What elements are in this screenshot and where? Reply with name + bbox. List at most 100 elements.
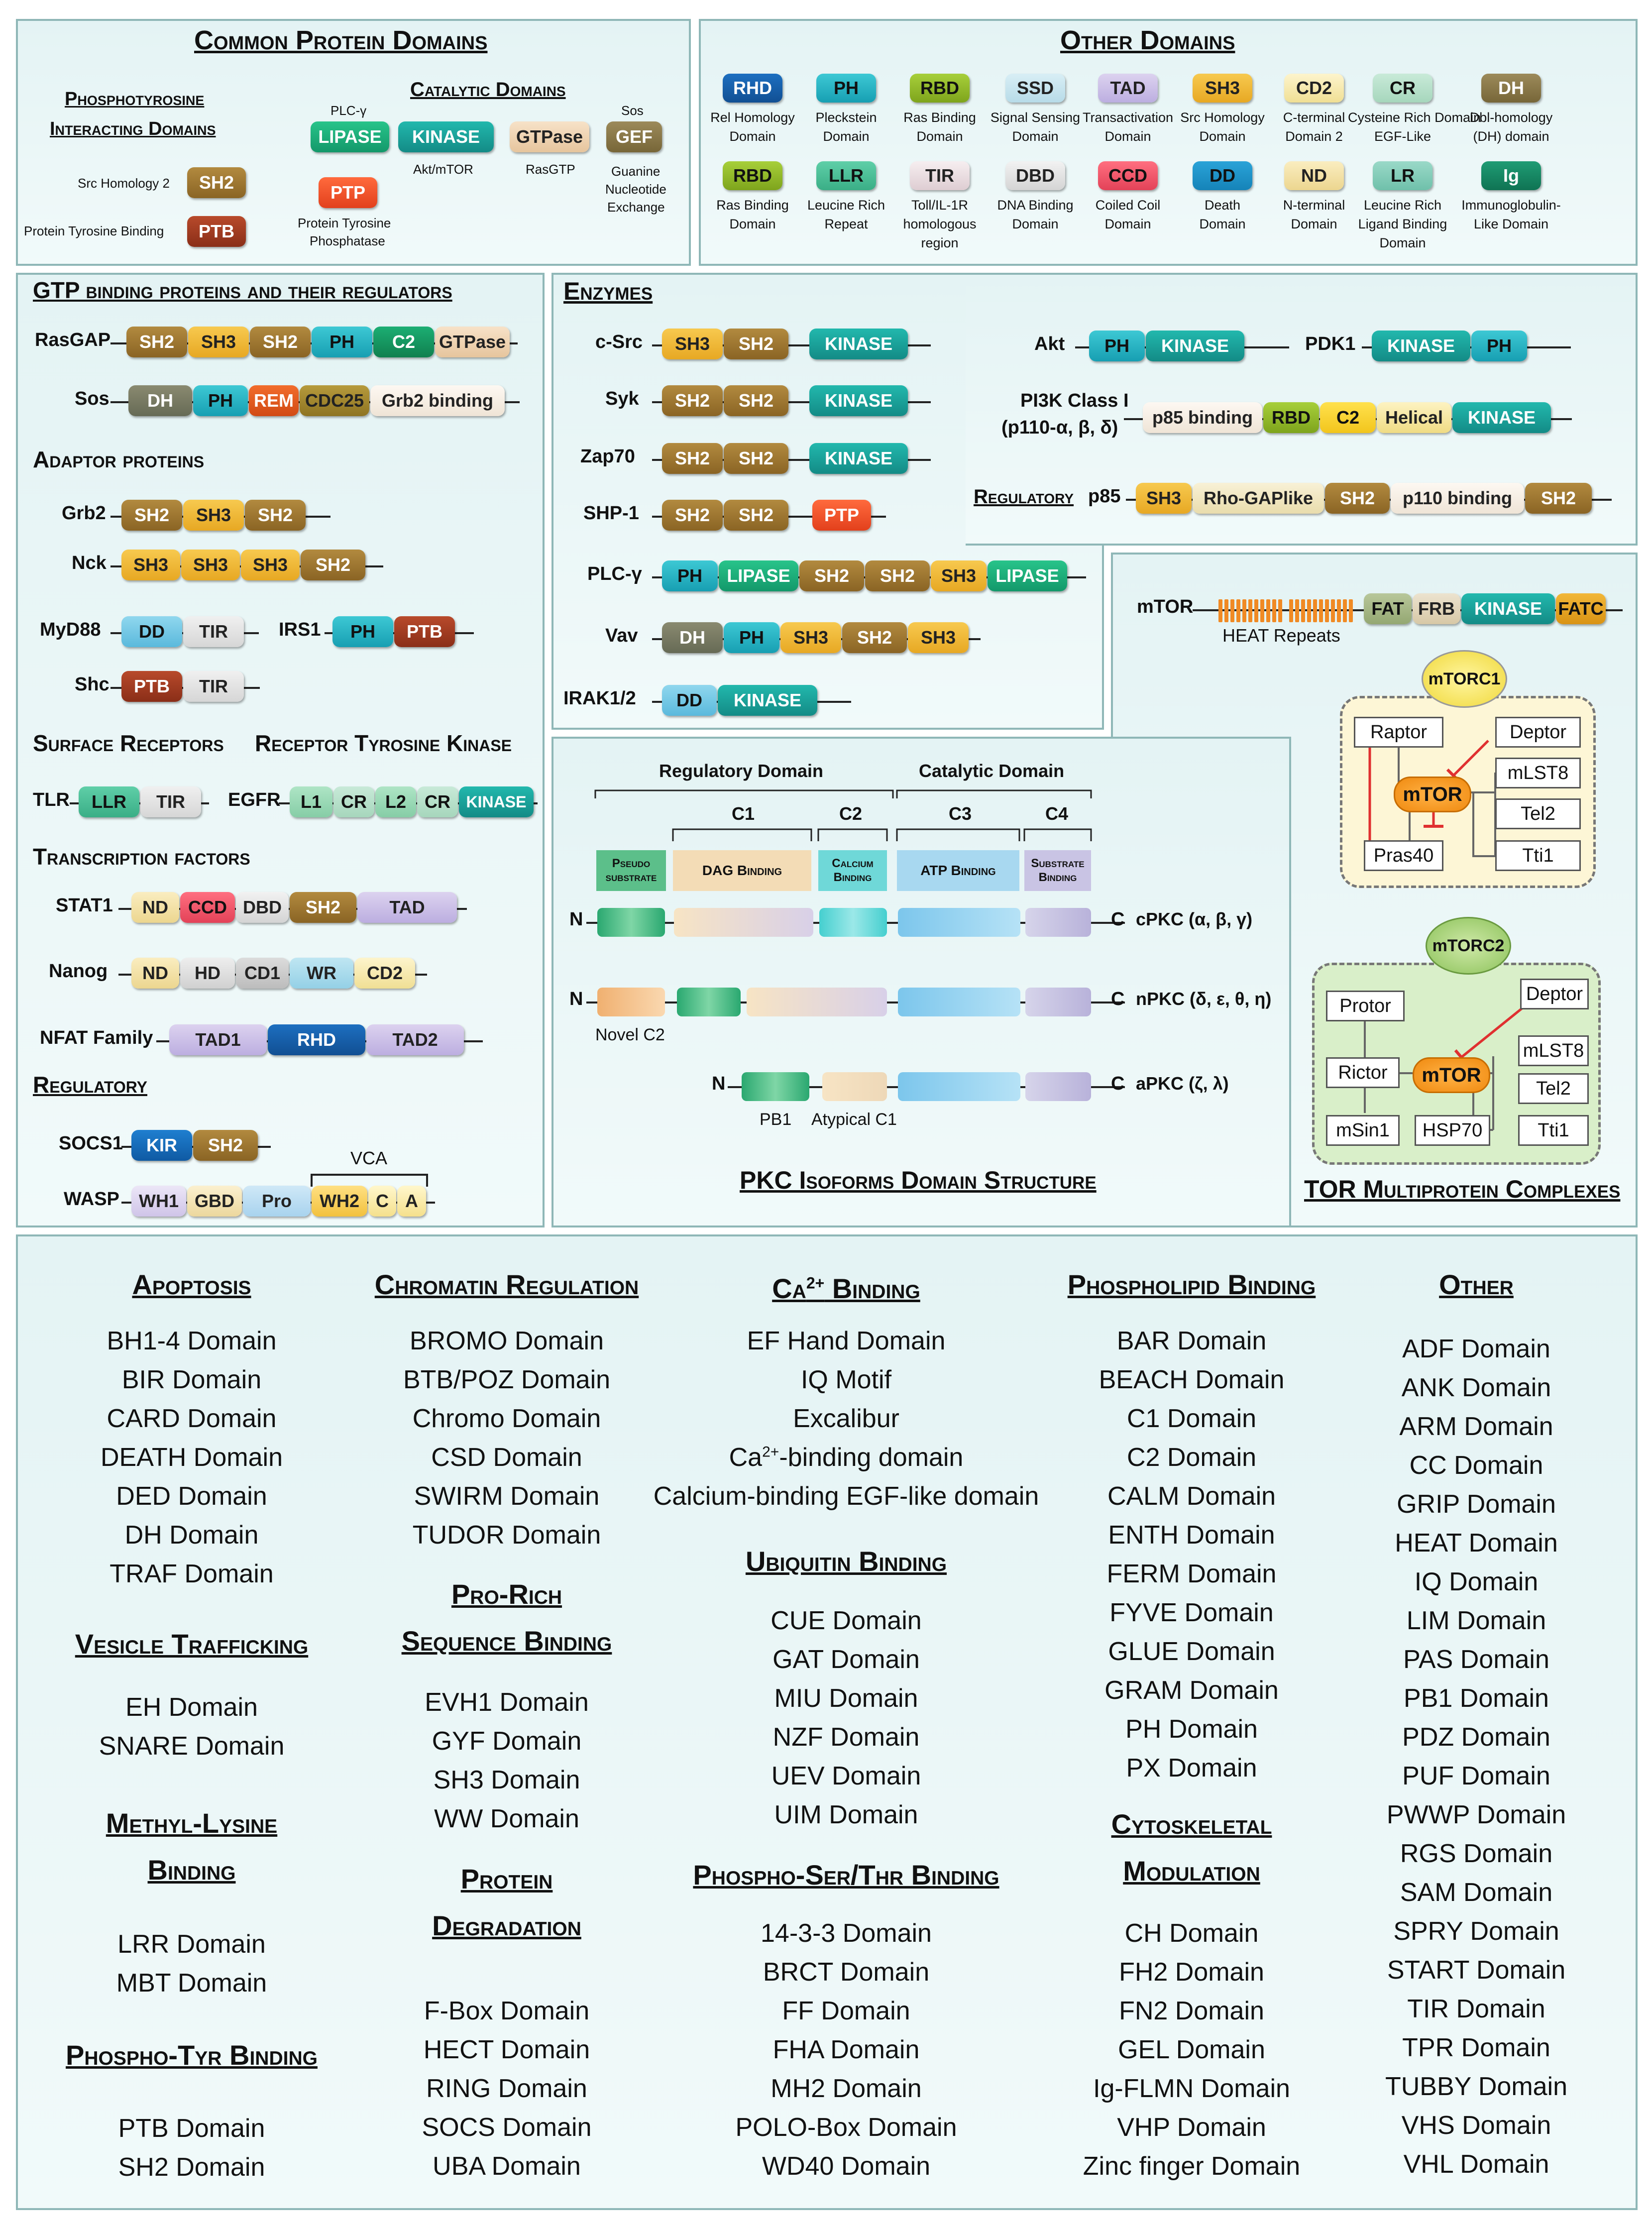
domain-item: IQ Motif: [800, 1365, 892, 1394]
other-row1-pill-4: TAD: [1098, 74, 1158, 103]
psthr-title: Phospho-Ser/Thr Binding: [693, 1859, 999, 1891]
wasp-gbd: GBD: [187, 1186, 242, 1217]
prorich-title-2: Sequence Binding: [401, 1625, 612, 1657]
domain-item: FHA Domain: [772, 2035, 920, 2064]
heat-repeat: [1337, 599, 1341, 622]
apkc-c4: [1025, 1072, 1091, 1101]
ca-title-a: Ca: [772, 1273, 806, 1304]
ptp-caption-1: Protein Tyrosine: [298, 216, 391, 230]
domain-item: TRAF Domain: [110, 1559, 274, 1588]
sos-label: Sos: [75, 388, 110, 409]
domain-item: ANK Domain: [1401, 1373, 1551, 1402]
heat-repeat: [1289, 599, 1293, 622]
npkc-c4: [1025, 988, 1091, 1016]
cyto-title-1: Cytoskeletal: [1111, 1808, 1272, 1840]
other-row2-pill-7: LR: [1373, 161, 1432, 190]
domain-item: TIR Domain: [1407, 1995, 1545, 2023]
cpkc-n: N: [569, 909, 583, 930]
mtorc2-tti1: Tti1: [1518, 1115, 1589, 1146]
heat-repeat: [1295, 599, 1299, 622]
syk-sh2-b: SH2: [724, 385, 788, 416]
heat-repeat: [1343, 599, 1347, 622]
other-row2-caption-2-l3: region: [921, 235, 959, 250]
gef-caption-3: Exchange: [607, 200, 665, 215]
domain-item: BAR Domain: [1116, 1327, 1267, 1355]
domain-item: MIU Domain: [774, 1684, 918, 1713]
ptb-pill: PTB: [187, 216, 246, 247]
plcg-sh2-a: SH2: [799, 560, 864, 591]
ptyr-list-title: Phospho-Tyr Binding: [66, 2039, 318, 2071]
regulatory-title: Regulatory: [33, 1072, 147, 1098]
degradation-title-1: Protein: [460, 1863, 553, 1894]
other-row2-caption-2-l2: homologous: [903, 217, 977, 231]
ca-title-sup: 2+: [806, 1274, 825, 1292]
vav-ph: PH: [724, 622, 779, 653]
grb2-label: Grb2: [62, 503, 106, 524]
domain-item: C2 Domain: [1126, 1443, 1257, 1472]
pkc-c1-header: C1: [732, 803, 755, 824]
enzymes-title: Enzymes: [563, 277, 653, 305]
rasgtp-caption: RasGTP: [526, 162, 575, 177]
domain-item: 14-3-3 Domain: [761, 1919, 932, 1948]
mtor-frb: FRB: [1413, 593, 1460, 624]
shp1-ptp: PTP: [812, 500, 871, 531]
irak-kinase: KINASE: [718, 685, 817, 716]
mtorc2-protor: Protor: [1326, 991, 1405, 1021]
other-row2-pill-5: DD: [1193, 161, 1252, 190]
domain-item: CSD Domain: [431, 1443, 582, 1472]
other-row2-pill-1: LLR: [816, 161, 876, 190]
domain-item: SOCS Domain: [422, 2113, 592, 2142]
syk-kinase: KINASE: [809, 385, 908, 416]
pkc-catalytic-header: Catalytic Domain: [919, 761, 1065, 781]
pi3k-rbd: RBD: [1263, 402, 1319, 433]
ca-item-a: Ca: [729, 1443, 763, 1472]
csrc-sh2: SH2: [724, 329, 788, 359]
egfr-cr-b: CR: [417, 786, 458, 817]
other-row1-caption-2-l1: Ras Binding: [903, 110, 976, 125]
domain-item: CUE Domain: [771, 1606, 922, 1635]
nfat-rhd: RHD: [268, 1024, 365, 1055]
npkc-pseudo: [677, 988, 741, 1016]
heat-repeat: [1319, 599, 1323, 622]
gef-caption-2: Nucleotide: [605, 182, 666, 197]
wasp-wh1: WH1: [131, 1186, 186, 1217]
other-row2-caption-7-l3: Domain: [1379, 235, 1426, 250]
domain-item: GYF Domain: [432, 1727, 582, 1756]
pb1-label: PB1: [760, 1110, 792, 1129]
domain-item: NZF Domain: [772, 1723, 920, 1752]
plcg-sh3: SH3: [931, 560, 987, 591]
myd88-label: MyD88: [40, 619, 101, 640]
pkc-c4-header: C4: [1045, 803, 1069, 824]
kinase-pill: KINASE: [398, 121, 494, 152]
other-row2-caption-4-l2: Domain: [1104, 217, 1151, 231]
csrc-kinase: KINASE: [809, 329, 908, 359]
irs1-ph: PH: [332, 616, 393, 647]
other-row2-caption-8-l2: Like Domain: [1473, 217, 1549, 231]
tlr-label: TLR: [33, 789, 70, 810]
tor-title: TOR Multiprotein Complexes: [1304, 1175, 1621, 1203]
irak-label: IRAK1/2: [563, 688, 636, 709]
pi3k-label-1: PI3K Class I: [1020, 390, 1129, 411]
vav-sh2: SH2: [842, 622, 907, 653]
nck-sh3-c: SH3: [241, 550, 300, 580]
domain-item: EVH1 Domain: [425, 1688, 589, 1717]
common-title: Common Protein Domains: [194, 25, 488, 55]
heat-repeat: [1248, 599, 1252, 622]
ptyr-title-1: Phosphotyrosine: [65, 89, 205, 110]
other-row2-caption-0-l1: Ras Binding: [716, 198, 789, 213]
grb2-sh3: SH3: [183, 500, 244, 531]
other-row2-caption-7-l2: Ligand Binding: [1358, 217, 1447, 231]
socs1-sh2: SH2: [193, 1130, 258, 1161]
domain-item: Ca2+-binding domain: [647, 1443, 1045, 1472]
egfr-l1: L1: [290, 786, 332, 817]
other-row1-caption-7-l2: EGF-Like: [1374, 129, 1432, 144]
domain-item: PDZ Domain: [1402, 1723, 1550, 1752]
ubiquitin-title: Ubiquitin Binding: [745, 1546, 947, 1577]
ptb-caption: Protein Tyrosine Binding: [24, 223, 164, 238]
domain-item: BROMO Domain: [409, 1327, 604, 1355]
ca-item-sup: 2+: [762, 1444, 779, 1460]
domain-item: UEV Domain: [771, 1762, 921, 1790]
domain-item: FERM Domain: [1106, 1559, 1277, 1588]
shp1-sh2-b: SH2: [724, 500, 788, 531]
heat-repeat: [1349, 599, 1353, 622]
